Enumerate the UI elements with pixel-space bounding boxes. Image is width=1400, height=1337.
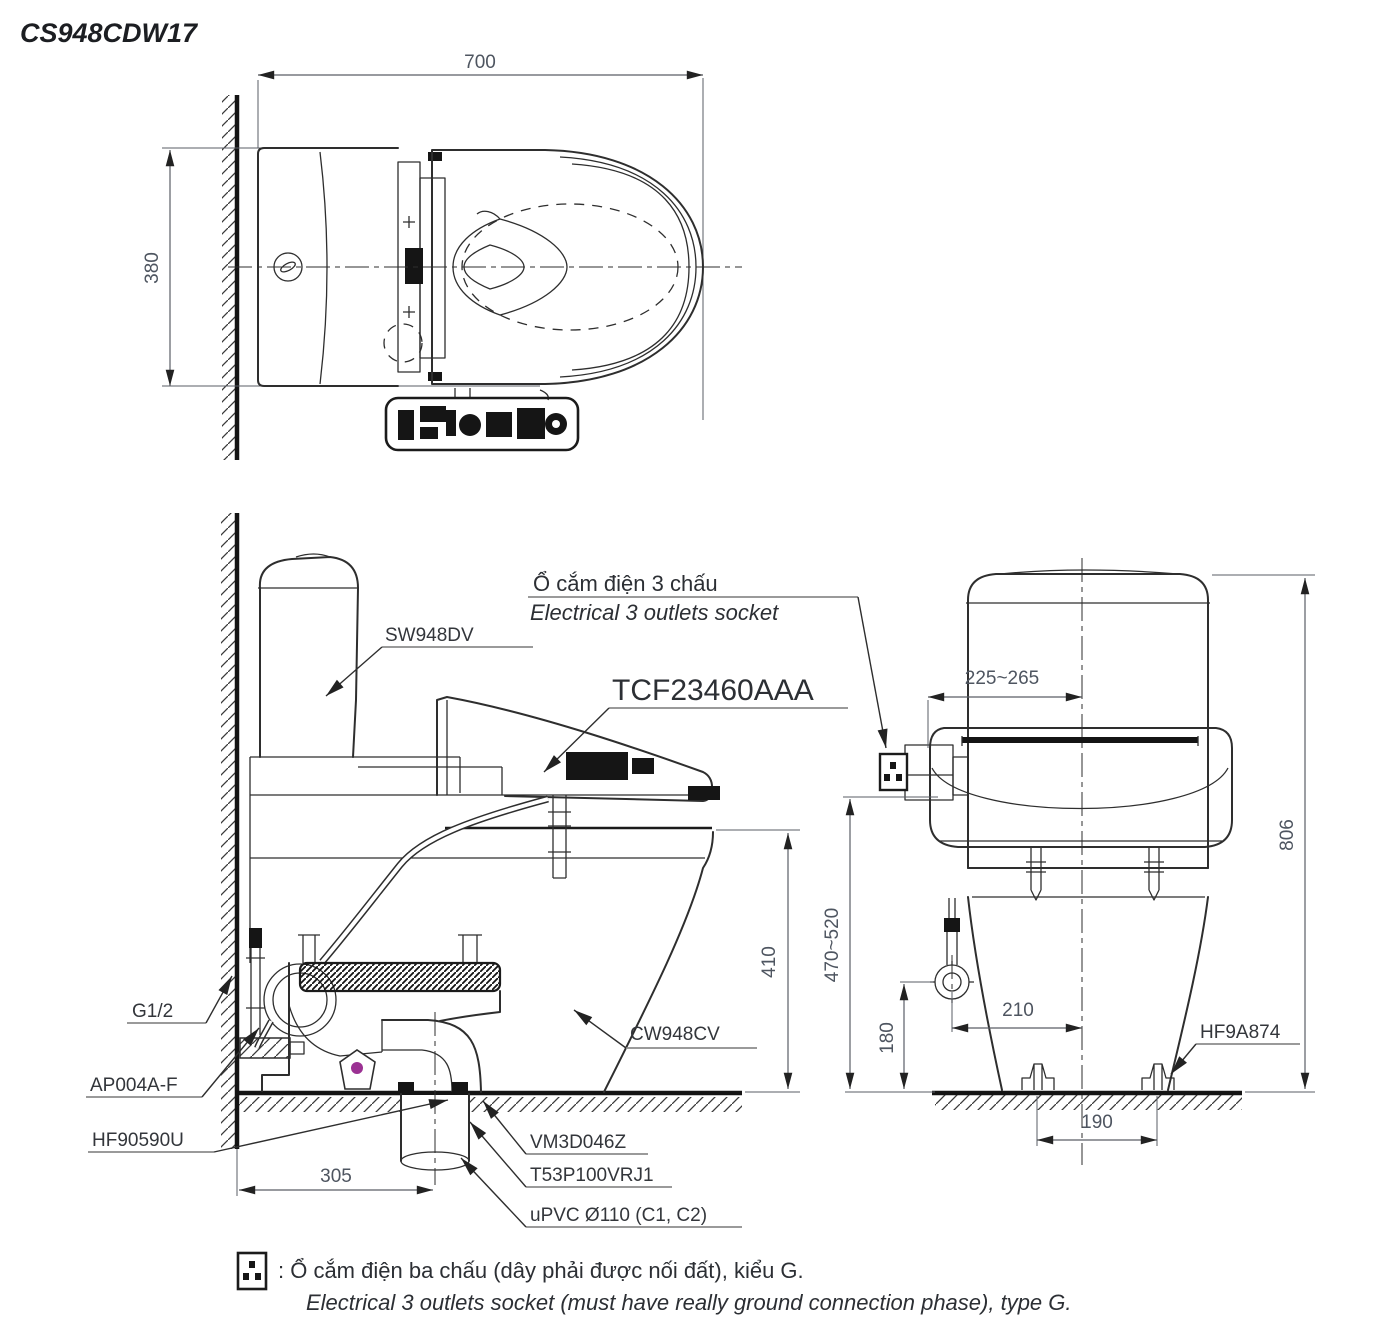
water-surface-outline xyxy=(452,218,568,316)
dim-190-text: 190 xyxy=(1081,1112,1113,1133)
drain-elbow xyxy=(381,1019,482,1094)
tank-label: SW948DV xyxy=(385,625,474,646)
floor-hatch xyxy=(935,1095,1242,1110)
joint-label: VM3D046Z xyxy=(530,1132,626,1153)
fixing-bolt xyxy=(548,795,571,879)
dim-210: 210 xyxy=(951,992,1082,1033)
footnote-en: Electrical 3 outlets socket (must have r… xyxy=(306,1290,1072,1315)
tank-front-curve xyxy=(319,151,328,385)
dim-305-text: 305 xyxy=(320,1166,352,1187)
bolt-cap-label: HF9A874 xyxy=(1200,1022,1281,1043)
seat-bolts xyxy=(1026,848,1164,901)
footnote-vi: : Ổ cắm điện ba chấu (dây phải được nối … xyxy=(278,1258,804,1283)
bolt-cap-callout: HF9A874 xyxy=(1170,1022,1300,1075)
dim-180: 180 xyxy=(877,981,933,1089)
side-view: 305 410 Ổ cắm điện 3 chấu Electrical 3 o… xyxy=(86,513,888,1228)
page-title: CS948CDW17 xyxy=(20,18,199,48)
side-view-labels: Ổ cắm điện 3 chấu Electrical 3 outlets s… xyxy=(86,571,888,1228)
tank-side xyxy=(258,553,359,758)
washlet-label: TCF23460AAA xyxy=(612,674,814,707)
dim-806-text: 806 xyxy=(1277,819,1298,851)
hinge-damper-dashed xyxy=(383,323,423,363)
bolt-caps xyxy=(1021,1063,1175,1090)
dim-380-text: 380 xyxy=(142,252,163,284)
washlet-side xyxy=(436,696,720,879)
dim-225-265: 225~265 xyxy=(927,668,1082,748)
remote-control-plan xyxy=(384,388,580,452)
dim-410-text: 410 xyxy=(759,946,780,978)
dim-700: 700 xyxy=(257,52,704,420)
tank-front xyxy=(966,569,1210,898)
dim-225-265-text: 225~265 xyxy=(965,668,1040,689)
socket-label-vi: Ổ cắm điện 3 chấu xyxy=(533,571,718,596)
outlet-box xyxy=(904,744,969,801)
washlet-front xyxy=(929,727,1233,848)
dim-305: 305 xyxy=(236,1149,433,1196)
dim-410: 410 xyxy=(716,829,800,1093)
socket-icon xyxy=(878,752,909,792)
inlet-label: AP004A-F xyxy=(90,1075,178,1096)
bowl-label: CW948CV xyxy=(630,1024,720,1045)
wall-hatch xyxy=(221,513,237,1149)
pipe-label: uPVC Ø110 (C1, C2) xyxy=(530,1205,707,1226)
trap-assembly xyxy=(261,934,502,1092)
dim-180-text: 180 xyxy=(877,1022,898,1054)
bowl-base-front xyxy=(967,896,1209,1091)
seat-hinge-plan xyxy=(383,152,446,381)
flange-label: T53P100VRJ1 xyxy=(530,1165,654,1186)
socket-label-en: Electrical 3 outlets socket xyxy=(530,600,779,625)
trap-center-dot xyxy=(351,1062,363,1074)
dim-190: 190 xyxy=(1036,1096,1158,1146)
bowl-front-profile xyxy=(603,831,714,1093)
water-hose xyxy=(254,795,549,1050)
wall-hatch xyxy=(222,95,237,460)
footnote: : Ổ cắm điện ba chấu (dây phải được nối … xyxy=(236,1251,1072,1315)
dim-470-520: 470~520 xyxy=(822,796,938,1093)
dim-470-520-text: 470~520 xyxy=(822,908,843,983)
socket-note-icon xyxy=(236,1251,268,1291)
drain-pipe xyxy=(400,1012,470,1185)
top-view: 700 380 xyxy=(142,52,742,460)
bowl-shelf-lines xyxy=(249,756,712,963)
front-view: 225~265 470~520 806 210 180 xyxy=(822,558,1315,1165)
gasket-label: HF90590U xyxy=(92,1130,184,1151)
dim-210-text: 210 xyxy=(1002,1000,1034,1021)
supply-label: G1/2 xyxy=(132,1001,173,1022)
dim-806: 806 xyxy=(1212,574,1315,1093)
dim-700-text: 700 xyxy=(464,52,496,73)
